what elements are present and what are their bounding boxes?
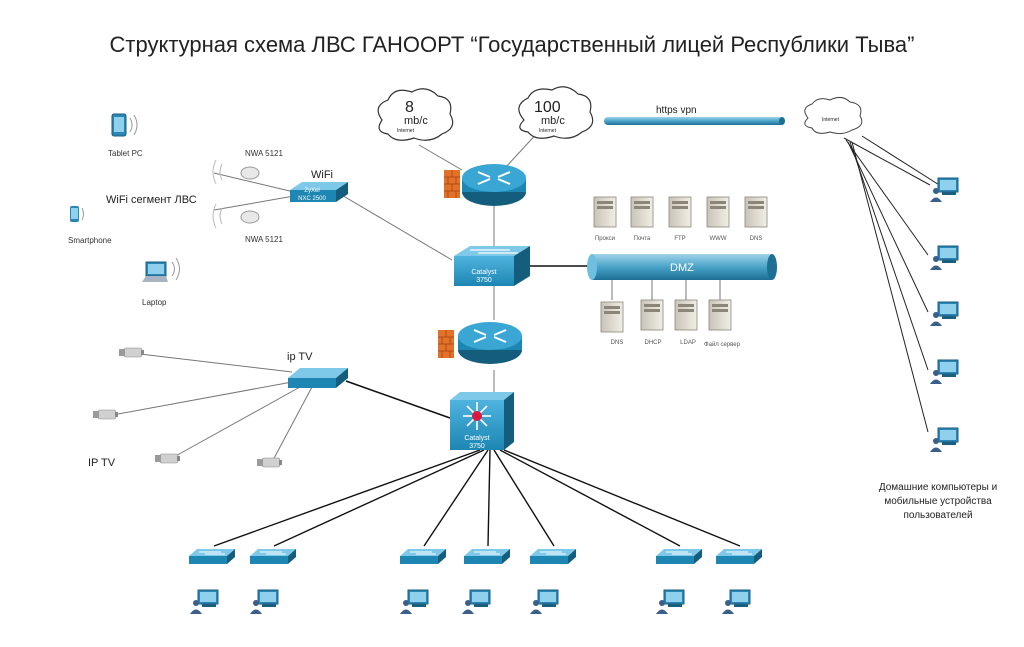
workstation-icon — [461, 589, 491, 615]
home-users: Домашние компьютеры и мобильные устройст… — [879, 177, 997, 521]
server-icon — [593, 196, 617, 228]
workstation-icon — [189, 589, 219, 615]
server-icon — [674, 299, 698, 331]
catalyst-top-line2: 3750 — [476, 277, 492, 284]
cloud-right-label: Internet — [539, 128, 557, 134]
cloud-left-label: Internet — [397, 128, 415, 134]
server-label-ftp: FTP — [674, 236, 685, 242]
internet-cloud-100mb: 100 mb/c Internet — [518, 86, 594, 139]
server-label-mail: Почта — [634, 236, 651, 242]
camera-icon — [256, 457, 283, 468]
server-icon — [706, 196, 730, 228]
access-switch — [249, 548, 297, 565]
access-switch — [463, 548, 511, 565]
workstation-icon — [721, 589, 751, 615]
camera-icon — [154, 453, 181, 464]
camera-icon — [92, 409, 119, 420]
dmz-label: DMZ — [670, 262, 694, 274]
smartphone-label: Smartphone — [68, 236, 112, 245]
server-label-file: Файл сервер — [704, 341, 741, 348]
home-pc-icon — [929, 359, 959, 385]
wifi-segment: Tablet PC WiFi сегмент ЛВС Smartphone La… — [68, 113, 348, 307]
cloud-right-unit: mb/c — [541, 115, 565, 127]
wifi-segment-label: WiFi сегмент ЛВС — [106, 194, 197, 206]
internal-router — [437, 321, 523, 365]
access-point-icon — [212, 203, 260, 229]
home-pc-icon — [929, 301, 959, 327]
internet-cloud-home: Internet — [804, 96, 863, 135]
workstation-icon — [249, 589, 279, 615]
iptv-segment: ip TV IP TV — [88, 347, 348, 469]
camera-icon — [118, 347, 145, 358]
home-label-line3: пользователей — [903, 510, 972, 521]
access-switch — [399, 548, 447, 565]
server-icon — [630, 196, 654, 228]
access-switch — [529, 548, 577, 565]
server-icon — [640, 299, 664, 331]
zyxel-line1: ZyXel — [304, 188, 319, 194]
server-label-proxy: Прокси — [595, 236, 615, 242]
wifi-label: WiFi — [311, 169, 333, 181]
dmz-top-servers: Прокси Почта FTP WWW DNS — [593, 196, 768, 242]
edge-router — [443, 163, 527, 207]
server-label-dns-bottom: DNS — [611, 340, 624, 346]
access-switch — [715, 548, 763, 565]
iptv-side-label: IP TV — [88, 457, 116, 469]
server-icon — [668, 196, 692, 228]
cloud-left-speed: 8 — [405, 99, 414, 116]
smartphone-icon — [70, 206, 84, 222]
catalyst-switch-top: Catalyst 3750 — [454, 246, 530, 286]
laptop-icon — [142, 257, 180, 282]
server-label-dns-top: DNS — [750, 236, 763, 242]
cloud-right-speed: 100 — [534, 99, 561, 116]
access-layer — [188, 548, 763, 615]
vpn-tunnel: https vpn — [604, 105, 785, 125]
access-switch — [188, 548, 236, 565]
cloud-left-unit: mb/c — [404, 115, 428, 127]
server-icon — [708, 299, 732, 331]
home-pc-icon — [929, 245, 959, 271]
home-pc-icon — [929, 427, 959, 453]
dmz-bottom-servers: DNS DHCP LDAP Файл сервер — [600, 280, 741, 348]
laptop-label: Laptop — [142, 298, 167, 307]
server-label-www: WWW — [710, 236, 727, 242]
zyxel-line2: NXC 2500 — [298, 196, 326, 202]
access-switch — [655, 548, 703, 565]
diagram-title: Структурная схема ЛВС ГАНООРТ “Государст… — [110, 32, 915, 57]
cloud-home-label: Internet — [822, 117, 840, 123]
workstation-icon — [655, 589, 685, 615]
tablet-icon — [111, 113, 138, 137]
server-label-ldap: LDAP — [680, 340, 696, 346]
catalyst-top-line1: Catalyst — [471, 269, 496, 276]
home-label-line2: мобильные устройства — [884, 495, 992, 507]
wifi-controller-switch: ZyXel NXC 2500 — [290, 182, 348, 202]
dmz-segment: DMZ — [587, 254, 777, 280]
catalyst-core-line2: 3750 — [469, 443, 485, 450]
server-icon — [744, 196, 768, 228]
catalyst-core-line1: Catalyst — [464, 435, 489, 442]
server-label-dhcp: DHCP — [644, 340, 661, 346]
iptv-switch — [288, 368, 348, 388]
vpn-label: https vpn — [656, 105, 697, 116]
workstation-icon — [399, 589, 429, 615]
home-label-line1: Домашние компьютеры и — [879, 482, 997, 493]
internet-cloud-8mb: 8 mb/c Internet — [377, 88, 454, 141]
ap-top-label: NWA 5121 — [245, 149, 283, 158]
links — [117, 129, 945, 547]
tablet-label: Tablet PC — [108, 149, 143, 158]
iptv-switch-label: ip TV — [287, 351, 313, 363]
access-point-icon — [212, 159, 260, 185]
catalyst-core-switch: Catalyst 3750 — [450, 392, 514, 450]
server-icon — [600, 301, 624, 333]
ap-bottom-label: NWA 5121 — [245, 235, 283, 244]
workstation-icon — [529, 589, 559, 615]
